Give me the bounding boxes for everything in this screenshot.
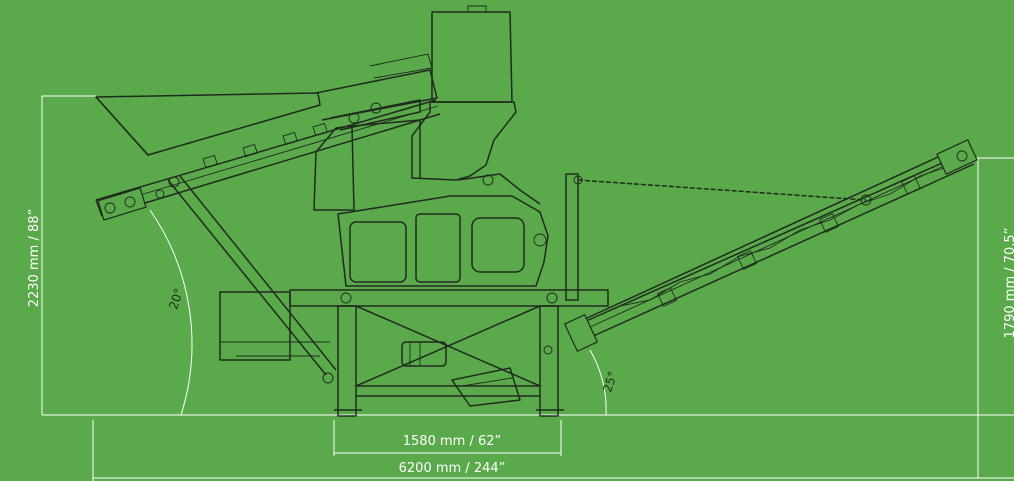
base-width-label: 1580 mm / 62” (403, 434, 501, 449)
infeed-conveyor (95, 53, 441, 384)
support-chain (573, 175, 872, 206)
crusher-body (337, 173, 579, 301)
crusher-machine (95, 5, 978, 417)
base-frame (289, 289, 609, 417)
infeed-angle-label: 20° (166, 286, 186, 311)
crusher-housing (313, 5, 517, 211)
dimension-lines (41, 95, 1014, 481)
height-left-label: 2230 mm / 88” (27, 209, 42, 307)
lower-engine-block (219, 291, 330, 361)
outfeed-conveyor (543, 139, 978, 355)
total-length-label: 6200 mm / 244” (399, 461, 506, 476)
height-right-label: 1790 mm / 70.5” (1003, 228, 1014, 339)
outfeed-angle-label: 25° (600, 369, 620, 394)
